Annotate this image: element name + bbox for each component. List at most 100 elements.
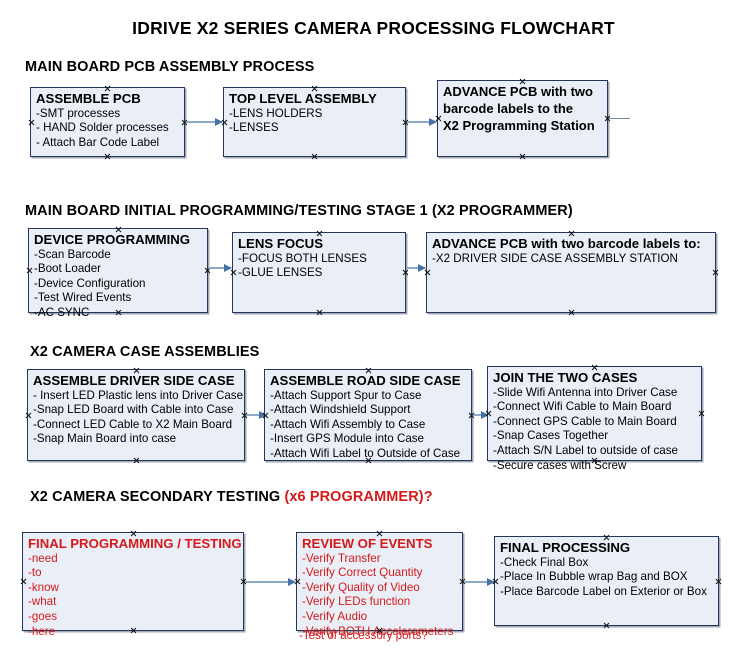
connection-handle-bottom[interactable] [603, 622, 610, 629]
connection-handle-bottom[interactable] [115, 309, 122, 316]
connection-handle-bottom[interactable] [365, 457, 372, 464]
connection-handle-top[interactable] [519, 78, 526, 85]
connection-handle-left[interactable] [25, 412, 32, 419]
box-title: JOIN THE TWO CASES [493, 370, 638, 385]
box-line: -Verify Transfer [302, 551, 381, 565]
box-title: FINAL PROCESSING [500, 540, 631, 555]
connection-handle-top[interactable] [603, 534, 610, 541]
section-header-text: MAIN BOARD PCB ASSEMBLY PROCESS [25, 59, 315, 75]
connection-handle-top[interactable] [316, 230, 323, 237]
connection-handle-left[interactable] [492, 578, 499, 585]
box-line: -X2 DRIVER SIDE CASE ASSEMBLY STATION [432, 251, 678, 265]
connector-stub-row1-right [609, 118, 630, 120]
connection-handle-left[interactable] [28, 119, 35, 126]
box-line: -need [28, 551, 58, 565]
connection-handle-bottom[interactable] [568, 309, 575, 316]
box-top-level-assembly[interactable]: TOP LEVEL ASSEMBLY -LENS HOLDERS -LENSES [223, 87, 406, 157]
box-line: -to [28, 566, 42, 580]
box-line: -Verify Quality of Video [302, 580, 420, 594]
box-line: -Place In Bubble wrap Bag and BOX [500, 570, 688, 584]
box-title: REVIEW OF EVENTS [302, 536, 433, 551]
connection-handle-right[interactable] [715, 578, 722, 585]
connection-handle-top[interactable] [133, 367, 140, 374]
connection-handle-bottom[interactable] [311, 153, 318, 160]
connection-handle-left[interactable] [262, 412, 269, 419]
connection-handle-bottom[interactable] [130, 627, 137, 634]
connection-handle-left[interactable] [20, 578, 27, 585]
connection-handle-left[interactable] [230, 269, 237, 276]
connector-assemble-pcb-to-top-level [186, 117, 223, 126]
box-line: -goes [28, 609, 58, 623]
connector-review-of-events-to-final-processing [464, 577, 495, 586]
box-assemble-road-side-case[interactable]: ASSEMBLE ROAD SIDE CASE -Attach Support … [264, 369, 472, 461]
box-title: FINAL PROGRAMMING / TESTING [28, 536, 242, 551]
box-title: X2 Programming Station [443, 117, 595, 133]
box-title: ADVANCE PCB with two barcode labels to: [432, 236, 701, 251]
connection-handle-bottom[interactable] [104, 153, 111, 160]
connection-handle-left[interactable] [424, 269, 431, 276]
connection-handle-left[interactable] [221, 119, 228, 126]
connection-handle-right[interactable] [698, 410, 705, 417]
box-line: - HAND Solder processes [36, 121, 169, 135]
box-line: -Connect Wifi Cable to Main Board [493, 400, 672, 414]
connection-handle-bottom[interactable] [519, 153, 526, 160]
box-final-processing[interactable]: FINAL PROCESSING -Check Final Box -Place… [494, 536, 719, 626]
connection-handle-bottom[interactable] [316, 309, 323, 316]
box-review-of-events[interactable]: REVIEW OF EVENTS -Verify Transfer -Verif… [294, 530, 463, 638]
connection-handle-left[interactable] [435, 115, 442, 122]
box-line: -AC SYNC [34, 305, 90, 319]
box-join-the-two-cases[interactable]: JOIN THE TWO CASES -Slide Wifi Antenna i… [485, 364, 705, 472]
connector-lens-focus-to-advance-pcb [407, 263, 426, 272]
section-header-text-red: (x6 PROGRAMMER)? [284, 489, 433, 505]
connection-handle-top[interactable] [311, 85, 318, 92]
box-line: -Boot Loader [34, 262, 102, 276]
box-line: -Place Barcode Label on Exterior or Box [500, 584, 707, 598]
connector-final-programming-to-review-of-events [245, 577, 296, 586]
section-header-text: MAIN BOARD INITIAL PROGRAMMING/TESTING S… [25, 203, 573, 219]
connection-handle-left[interactable] [294, 578, 301, 585]
box-title: barcode labels to the [443, 100, 574, 116]
connection-handle-bottom[interactable] [133, 457, 140, 464]
box-title: ADVANCE PCB with two [443, 84, 593, 99]
box-line: -here [28, 624, 56, 638]
box-line: -GLUE LENSES [238, 266, 323, 280]
box-line: -Attach Wifi Assembly to Case [270, 417, 426, 431]
connection-handle-right[interactable] [402, 269, 409, 276]
connection-handle-left[interactable] [26, 267, 33, 274]
connection-handle-top[interactable] [365, 367, 372, 374]
connection-handle-right[interactable] [712, 269, 719, 276]
box-assemble-driver-side-case[interactable]: ASSEMBLE DRIVER SIDE CASE - Insert LED P… [27, 369, 245, 461]
box-line: -SMT processes [36, 106, 121, 120]
box-title: DEVICE PROGRAMMING [34, 232, 191, 247]
box-line: -Attach S/N Label to outside of case [493, 443, 678, 457]
box-lens-focus[interactable]: LENS FOCUS -FOCUS BOTH LENSES -GLUE LENS… [232, 232, 406, 313]
box-line: -Verify Correct Quantity [302, 566, 423, 580]
section-header-main-board-initial-programming: MAIN BOARD INITIAL PROGRAMMING/TESTING S… [25, 203, 573, 219]
box-line: -Test Wired Events [34, 291, 132, 305]
connection-handle-top[interactable] [591, 364, 598, 371]
box-line: -Scan Barcode [34, 247, 111, 261]
box-line: -Verify Audio [302, 609, 368, 623]
box-final-programming-testing[interactable]: FINAL PROGRAMMING / TESTING -need -to -k… [20, 530, 244, 638]
box-line: -Verify LEDs function [302, 595, 411, 609]
box-line: -Snap Main Board into case [33, 432, 177, 446]
connection-handle-top[interactable] [130, 530, 137, 537]
box-advance-pcb-programming-station[interactable]: ADVANCE PCB with two barcode labels to t… [437, 80, 608, 157]
connection-handle-top[interactable] [104, 85, 111, 92]
connection-handle-top[interactable] [115, 226, 122, 233]
connection-handle-top[interactable] [376, 530, 383, 537]
box-line: -Attach Windshield Support [270, 403, 411, 417]
box-line: -know [28, 580, 59, 594]
box-advance-pcb-driver-side-case[interactable]: ADVANCE PCB with two barcode labels to: … [426, 232, 716, 313]
box-device-programming[interactable]: DEVICE PROGRAMMING -Scan Barcode -Boot L… [26, 226, 208, 319]
connection-handle-top[interactable] [568, 230, 575, 237]
box-assemble-pcb[interactable]: ASSEMBLE PCB -SMT processes - HAND Solde… [30, 87, 185, 157]
box-title: LENS FOCUS [238, 236, 323, 251]
connection-handle-bottom[interactable] [591, 457, 598, 464]
section-header-text: X2 CAMERA SECONDARY TESTING [30, 489, 285, 505]
box-line: -Snap Cases Together [493, 429, 609, 443]
box-title: ASSEMBLE DRIVER SIDE CASE [33, 373, 235, 388]
box-line: -Attach Wifi Label to Outside of Case [270, 446, 461, 460]
connector-top-level-to-advance-pcb [407, 117, 437, 126]
connection-handle-left[interactable] [485, 410, 492, 417]
